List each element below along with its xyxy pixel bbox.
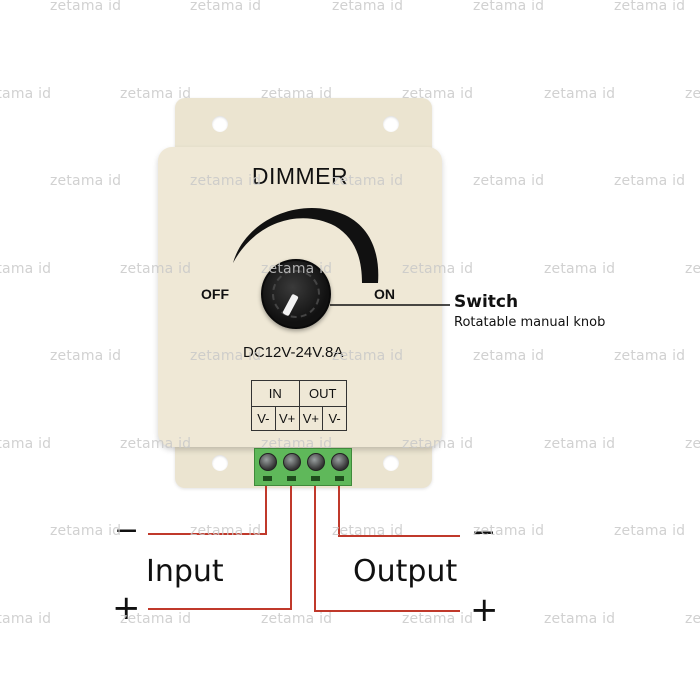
output-label: Output	[353, 554, 458, 589]
watermark: zetama id	[120, 436, 192, 452]
watermark: zetama id	[0, 261, 52, 277]
watermark: zetama id	[402, 261, 474, 277]
output-plus-sign: +	[470, 590, 499, 630]
rotary-knob[interactable]	[261, 259, 331, 329]
input-plus-sign: +	[112, 588, 141, 628]
watermark: zetama id	[544, 611, 616, 627]
watermark: zetama id	[685, 86, 700, 102]
watermark: zetama id	[261, 261, 333, 277]
mounting-hole-top-left	[212, 116, 228, 132]
watermark: zetama id	[332, 0, 404, 14]
pin-4: V-	[322, 406, 346, 431]
wire-slot-2	[287, 476, 296, 481]
watermark: zetama id	[50, 348, 122, 364]
pin-3: V+	[298, 406, 323, 431]
terminal-label-table: IN OUT V- V+ V+ V-	[251, 380, 347, 431]
watermark: zetama id	[50, 523, 122, 539]
watermark: zetama id	[50, 173, 122, 189]
terminal-screw-1[interactable]	[259, 453, 277, 471]
input-minus-sign: −	[114, 513, 140, 548]
watermark: zetama id	[402, 86, 474, 102]
watermark: zetama id	[190, 523, 262, 539]
mounting-hole-bottom-left	[212, 455, 228, 471]
watermark: zetama id	[50, 0, 122, 14]
watermark: zetama id	[0, 86, 52, 102]
watermark: zetama id	[685, 436, 700, 452]
wire-slot-4	[335, 476, 344, 481]
watermark: zetama id	[332, 523, 404, 539]
watermark: zetama id	[544, 261, 616, 277]
on-label: ON	[374, 286, 395, 302]
wire-slot-3	[311, 476, 320, 481]
watermark: zetama id	[0, 611, 52, 627]
group-in: IN	[268, 385, 282, 401]
device-title: DIMMER	[251, 163, 349, 189]
watermark: zetama id	[261, 86, 333, 102]
knob-grip-ridges	[272, 270, 320, 318]
group-out: OUT	[298, 381, 347, 406]
watermark: zetama id	[614, 173, 686, 189]
watermark: zetama id	[544, 436, 616, 452]
watermark: zetama id	[614, 348, 686, 364]
watermark: zetama id	[544, 86, 616, 102]
watermark: zetama id	[190, 348, 262, 364]
watermark: zetama id	[120, 611, 192, 627]
watermark: zetama id	[685, 261, 700, 277]
watermark: zetama id	[332, 173, 404, 189]
terminal-screw-3[interactable]	[307, 453, 325, 471]
table-group-row: IN OUT	[252, 381, 346, 406]
watermark: zetama id	[402, 436, 474, 452]
callout-title: Switch	[454, 292, 519, 312]
mounting-hole-top-right	[383, 116, 399, 132]
mounting-hole-bottom-right	[383, 455, 399, 471]
watermark: zetama id	[614, 523, 686, 539]
output-minus-sign: −	[471, 515, 497, 550]
watermark: zetama id	[473, 0, 545, 14]
watermark: zetama id	[120, 86, 192, 102]
output-negative-wire	[338, 486, 460, 537]
input-negative-wire	[148, 486, 267, 535]
watermark: zetama id	[685, 611, 700, 627]
off-label: OFF	[201, 286, 229, 302]
watermark: zetama id	[261, 436, 333, 452]
wire-slot-1	[263, 476, 272, 481]
voltage-rating: DC12V-24V.8A	[243, 344, 344, 361]
watermark: zetama id	[402, 611, 474, 627]
watermark: zetama id	[473, 348, 545, 364]
terminal-block	[254, 448, 352, 486]
output-positive-wire	[314, 486, 460, 612]
watermark: zetama id	[120, 261, 192, 277]
callout-subtitle: Rotatable manual knob	[454, 315, 606, 330]
input-label: Input	[146, 554, 224, 589]
table-pin-row: V- V+ V+ V-	[252, 405, 346, 431]
watermark: zetama id	[0, 436, 52, 452]
watermark: zetama id	[473, 173, 545, 189]
terminal-screw-4[interactable]	[331, 453, 349, 471]
terminal-screw-2[interactable]	[283, 453, 301, 471]
watermark: zetama id	[190, 0, 262, 14]
watermark: zetama id	[614, 0, 686, 14]
watermark: zetama id	[190, 173, 262, 189]
pin-2: V+	[274, 406, 299, 431]
watermark: zetama id	[261, 611, 333, 627]
pin-1: V-	[257, 411, 270, 427]
brightness-arc-icon	[233, 208, 379, 283]
watermark: zetama id	[473, 523, 545, 539]
watermark: zetama id	[332, 348, 404, 364]
input-positive-wire	[148, 486, 292, 610]
